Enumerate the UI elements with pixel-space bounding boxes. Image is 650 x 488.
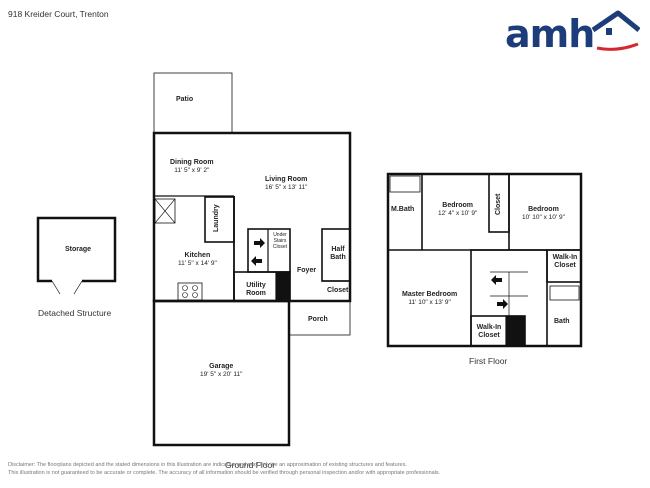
disclaimer-line-2: This illustration is not guaranteed to b… xyxy=(8,470,441,476)
room-bath: Bath xyxy=(554,318,570,325)
room-mbath: M.Bath xyxy=(391,206,415,213)
room-utility: Utility Room xyxy=(246,282,266,297)
room-patio: Patio xyxy=(176,96,194,103)
room-half-bath: Half Bath xyxy=(330,246,346,261)
room-porch: Porch xyxy=(308,316,328,323)
caption-ground-floor: Ground Floor xyxy=(225,460,276,470)
room-foyer: Foyer xyxy=(297,267,317,274)
porch-outline xyxy=(288,300,351,336)
caption-detached: Detached Structure xyxy=(38,308,112,318)
caption-first-floor: First Floor xyxy=(469,356,508,366)
room-walkin-right: Walk-In Closet xyxy=(552,254,578,269)
room-under-stairs: Under Stairs Closet xyxy=(272,232,288,250)
logo-text: amh xyxy=(505,12,595,56)
room-storage: Storage xyxy=(65,246,92,253)
room-closet-ground: Closet xyxy=(327,287,349,294)
house-roof-icon xyxy=(591,10,640,51)
disclaimer-line-1: Disclaimer: The floorplans depicted and … xyxy=(8,462,407,468)
room-closet-first: Closet xyxy=(495,193,502,215)
room-walkin-center: Walk-In Closet xyxy=(476,324,502,339)
room-laundry: Laundry xyxy=(213,204,220,232)
property-address: 918 Kreider Court, Trenton xyxy=(8,9,109,19)
amh-logo: amh xyxy=(505,10,640,56)
